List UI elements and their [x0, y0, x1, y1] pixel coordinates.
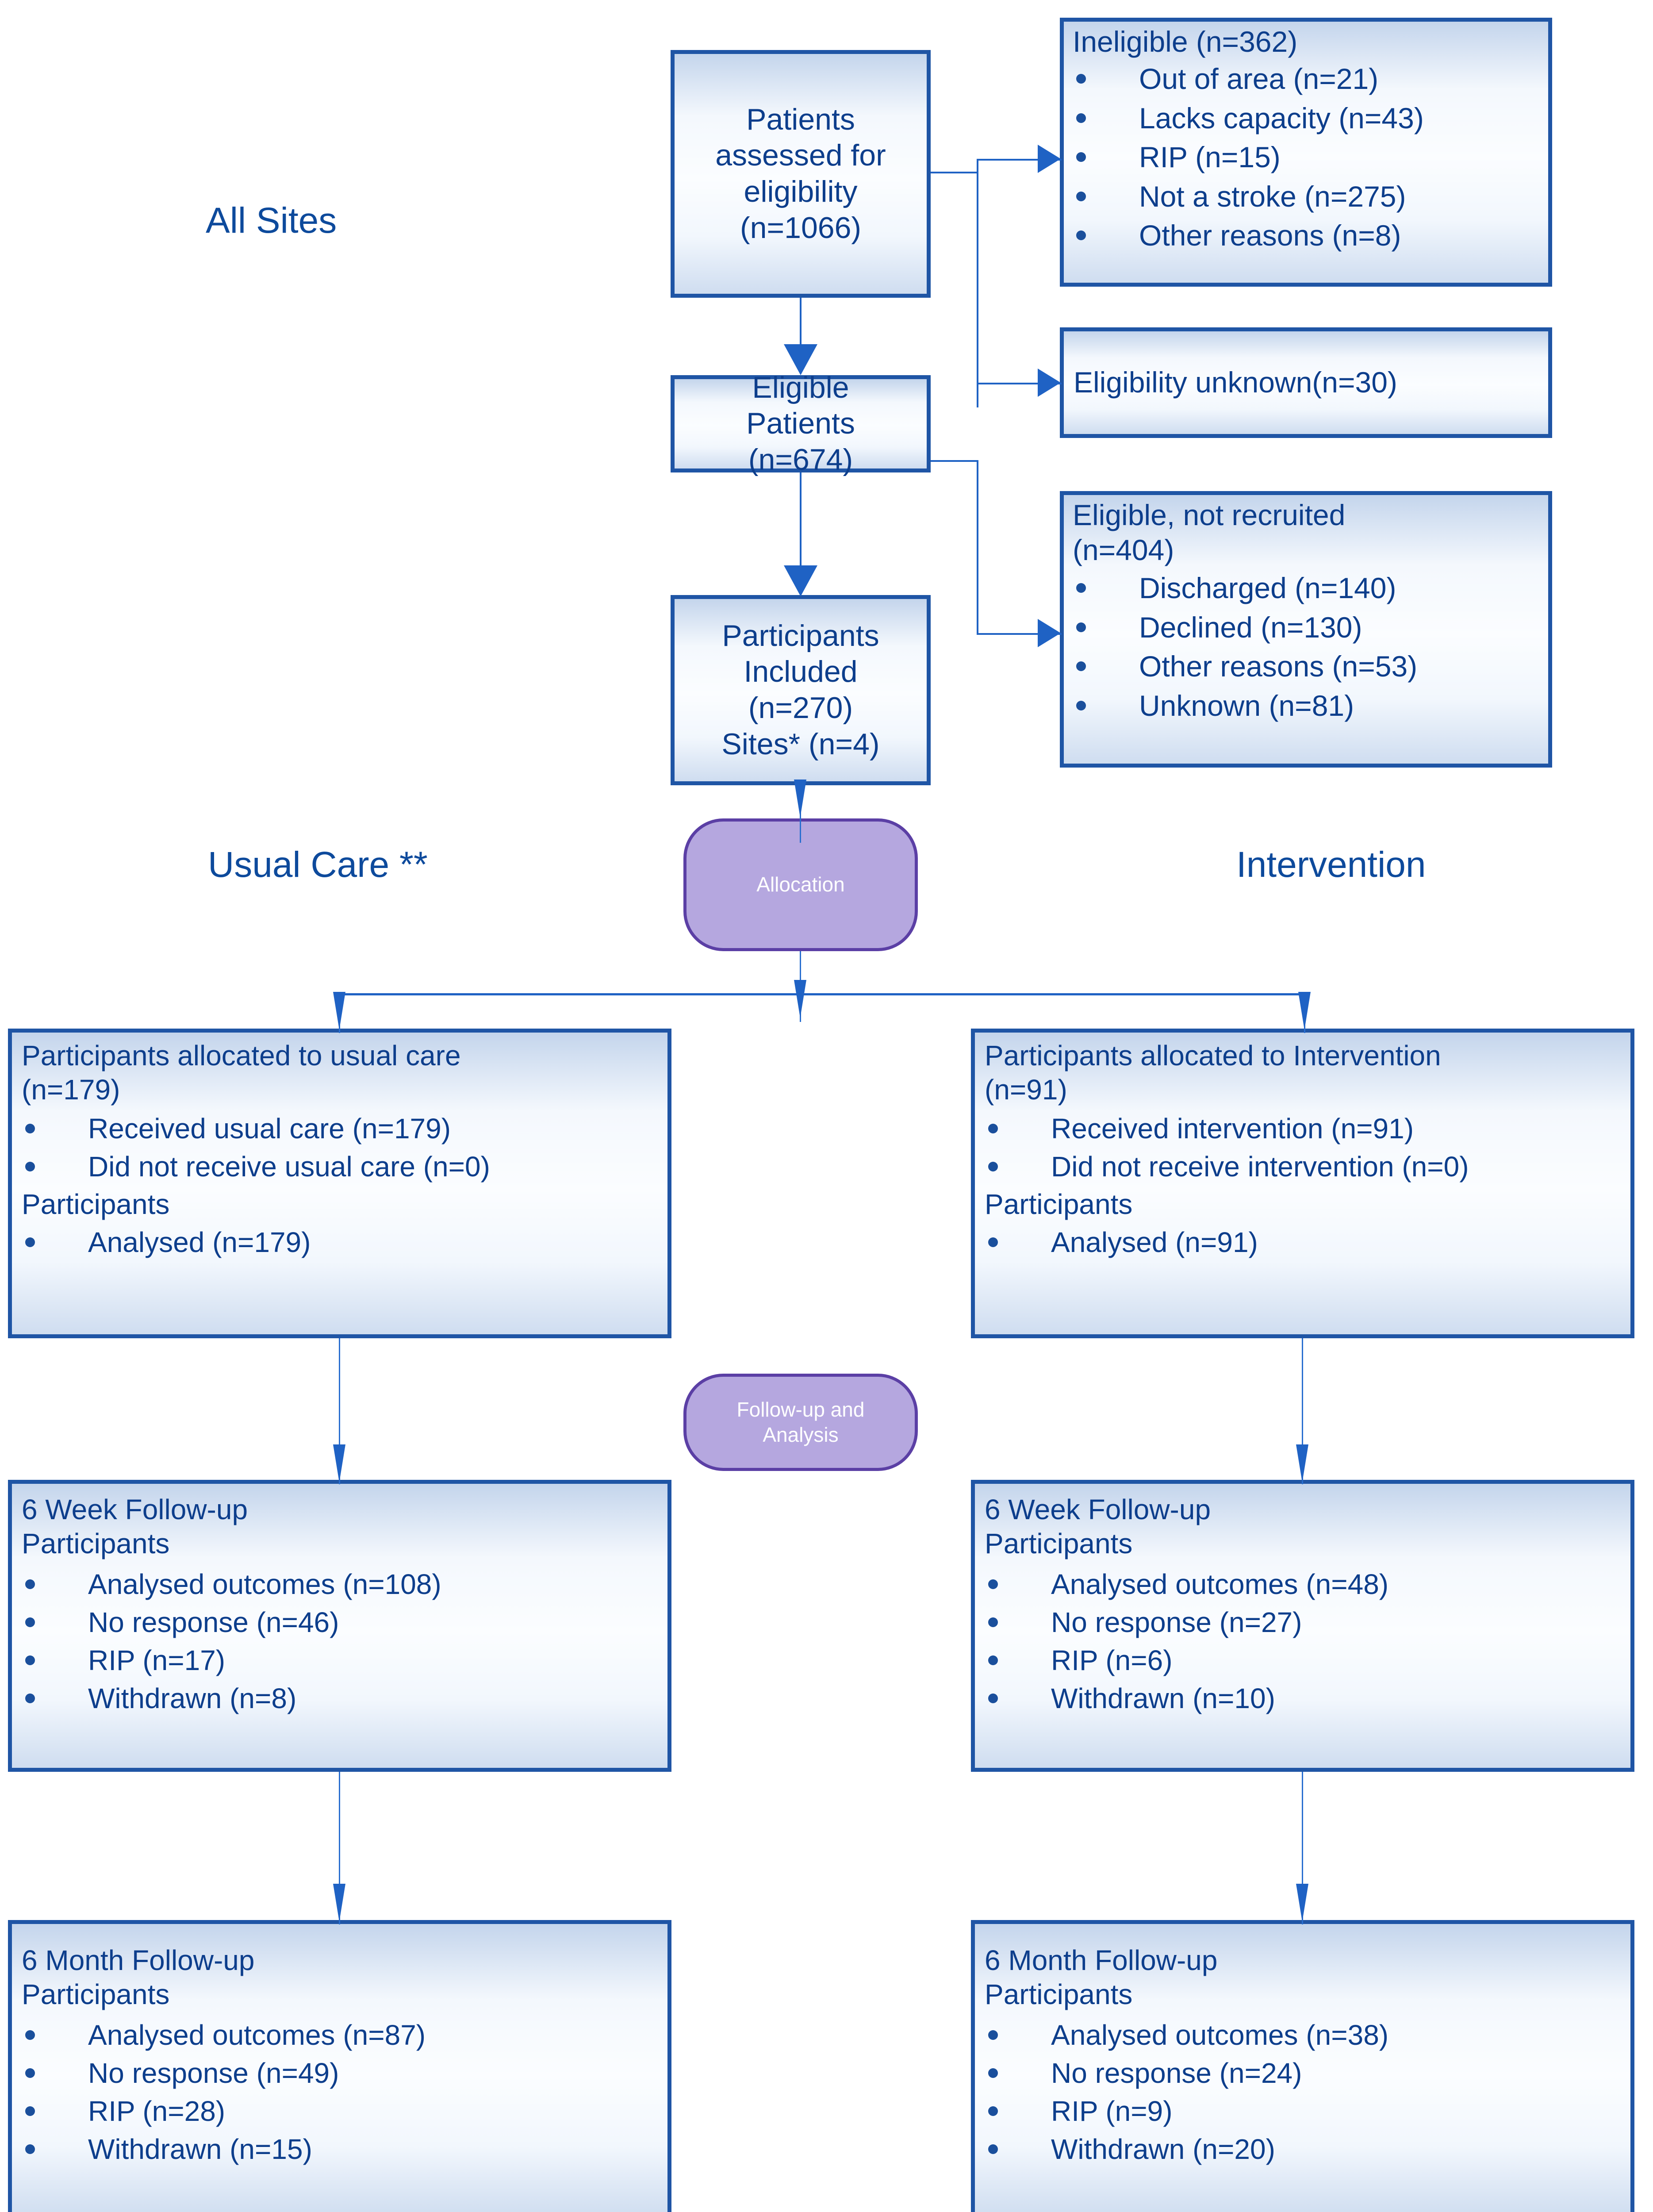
list-item: Withdrawn (n=20): [985, 2132, 1621, 2166]
list-item: Withdrawn (n=8): [22, 1681, 658, 1716]
connector-split-horizontal: [340, 993, 1306, 995]
list-item: Out of area (n=21): [1073, 61, 1539, 97]
box-intervention-allocation: Participants allocated to Intervention (…: [971, 1029, 1634, 1338]
box-intervention-allocation-subtitle: Participants: [985, 1188, 1133, 1220]
arrowhead-eligible-to-included: [784, 565, 817, 596]
box-patients-assessed-text: Patients assessed for eligibility (n=106…: [715, 102, 886, 245]
stage-oval-followup: Follow-up and Analysis: [683, 1374, 918, 1471]
list-item: Other reasons (n=8): [1073, 218, 1539, 253]
list-item: Unknown (n=81): [1073, 688, 1539, 724]
box-eligibility-unknown-title: Eligibility unknown(n=30): [1074, 366, 1397, 399]
connector-usual-alloc-to-6week: [339, 1338, 340, 1484]
box-participants-included: Participants Included (n=270) Sites* (n=…: [671, 595, 931, 785]
list-item: Analysed outcomes (n=48): [985, 1567, 1621, 1601]
connector-assessed-branch-riser: [977, 159, 978, 407]
connector-assessed-to-eligible: [800, 298, 802, 346]
box-usual-care-6week: 6 Week Follow-up Participants Analysed o…: [8, 1480, 671, 1772]
list-item: No response (n=27): [985, 1605, 1621, 1640]
connector-eligible-to-included: [800, 472, 802, 568]
arrowhead-usual-alloc-to-6week: [333, 1444, 345, 1482]
list-item: Analysed outcomes (n=108): [22, 1567, 658, 1601]
arrowhead-int-6week-to-6month: [1296, 1884, 1308, 1922]
list-item: Did not receive intervention (n=0): [985, 1149, 1621, 1184]
box-usual-care-allocation-subtitle: Participants: [22, 1188, 170, 1220]
connector-to-ineligible: [977, 159, 1062, 161]
box-not-recruited-title: Eligible, not recruited (n=404): [1073, 499, 1346, 567]
caption-intervention: Intervention: [1236, 845, 1426, 885]
connector-int-6week-to-6month: [1302, 1772, 1303, 1924]
box-not-recruited: Eligible, not recruited (n=404) Discharg…: [1060, 491, 1552, 768]
arrowhead-split-left: [333, 992, 345, 1030]
list-item: RIP (n=17): [22, 1643, 658, 1678]
box-not-recruited-list: Discharged (n=140) Declined (n=130) Othe…: [1073, 570, 1539, 723]
box-usual-care-6month: 6 Month Follow-up Participants Analysed …: [8, 1920, 671, 2212]
list-item: RIP (n=28): [22, 2094, 658, 2128]
list-item: Analysed outcomes (n=38): [985, 2018, 1621, 2052]
box-participants-included-text: Participants Included (n=270) Sites* (n=…: [721, 618, 880, 761]
list-item: Not a stroke (n=275): [1073, 179, 1539, 215]
list-item: Analysed outcomes (n=87): [22, 2018, 658, 2052]
list-item: Discharged (n=140): [1073, 570, 1539, 606]
connector-assessed-branch-stem: [931, 172, 978, 173]
connector-to-eligibility-unknown: [977, 383, 1062, 384]
box-usual-care-6month-title: 6 Month Follow-up Participants: [22, 1944, 255, 2010]
box-intervention-6month: 6 Month Follow-up Participants Analysed …: [971, 1920, 1634, 2212]
arrowhead-allocation-down: [794, 980, 806, 1018]
connector-int-alloc-to-6week: [1302, 1338, 1303, 1484]
list-item: Other reasons (n=53): [1073, 649, 1539, 684]
connector-eligible-branch-riser: [977, 460, 978, 635]
arrowhead-assessed-to-eligible: [784, 344, 817, 375]
box-intervention-6month-title: 6 Month Follow-up Participants: [985, 1944, 1218, 2010]
arrowhead-usual-6week-to-6month: [333, 1884, 345, 1922]
box-eligibility-unknown: Eligibility unknown(n=30): [1060, 327, 1552, 438]
box-eligible-patients: Eligible Patients (n=674): [671, 371, 931, 476]
box-usual-care-6week-title: 6 Week Follow-up Participants: [22, 1494, 248, 1559]
list-item: Did not receive usual care (n=0): [22, 1149, 658, 1184]
box-intervention-6week: 6 Week Follow-up Participants Analysed o…: [971, 1480, 1634, 1772]
box-eligible-patients-text: Eligible Patients (n=674): [746, 370, 855, 476]
caption-all-sites: All Sites: [206, 200, 337, 241]
box-intervention-6week-list: Analysed outcomes (n=48) No response (n=…: [985, 1567, 1621, 1716]
box-ineligible-list: Out of area (n=21) Lacks capacity (n=43)…: [1073, 61, 1539, 253]
box-intervention-analysed-list: Analysed (n=91): [985, 1225, 1621, 1260]
list-item: Received usual care (n=179): [22, 1111, 658, 1146]
list-item: Declined (n=130): [1073, 610, 1539, 645]
connector-eligible-branch-stem: [931, 460, 978, 462]
list-item: RIP (n=6): [985, 1643, 1621, 1678]
box-usual-care-allocation-list: Received usual care (n=179) Did not rece…: [22, 1111, 658, 1184]
list-item: Withdrawn (n=15): [22, 2132, 658, 2166]
arrowhead-int-alloc-to-6week: [1296, 1444, 1308, 1482]
box-usual-care-analysed-list: Analysed (n=179): [22, 1225, 658, 1260]
arrowhead-to-not-recruited: [1038, 619, 1061, 647]
list-item: No response (n=24): [985, 2056, 1621, 2090]
arrowhead-split-right: [1298, 992, 1311, 1030]
box-ineligible: Ineligible (n=362) Out of area (n=21) La…: [1060, 18, 1552, 287]
arrowhead-to-eligibility-unknown: [1038, 369, 1061, 397]
box-patients-assessed: Patients assessed for eligibility (n=106…: [671, 50, 931, 298]
list-item: No response (n=49): [22, 2056, 658, 2090]
box-intervention-allocation-title: Participants allocated to Intervention (…: [985, 1040, 1441, 1106]
box-intervention-allocation-list: Received intervention (n=91) Did not rec…: [985, 1111, 1621, 1184]
arrowhead-to-ineligible: [1038, 145, 1061, 173]
list-item: No response (n=46): [22, 1605, 658, 1640]
box-ineligible-title: Ineligible (n=362): [1073, 25, 1298, 58]
list-item: RIP (n=9): [985, 2094, 1621, 2128]
connector-to-not-recruited: [977, 633, 1062, 635]
list-item: Analysed (n=91): [985, 1225, 1621, 1260]
connector-usual-6week-to-6month: [339, 1772, 340, 1924]
box-intervention-6week-title: 6 Week Follow-up Participants: [985, 1494, 1211, 1559]
box-usual-care-6month-list: Analysed outcomes (n=87) No response (n=…: [22, 2018, 658, 2166]
box-intervention-6month-list: Analysed outcomes (n=38) No response (n=…: [985, 2018, 1621, 2166]
box-usual-care-allocation: Participants allocated to usual care (n=…: [8, 1029, 671, 1338]
arrowhead-included-to-allocation: [794, 780, 806, 818]
list-item: Analysed (n=179): [22, 1225, 658, 1260]
caption-usual-care: Usual Care **: [208, 845, 428, 885]
box-usual-care-6week-list: Analysed outcomes (n=108) No response (n…: [22, 1567, 658, 1716]
list-item: Withdrawn (n=10): [985, 1681, 1621, 1716]
list-item: RIP (n=15): [1073, 139, 1539, 175]
list-item: Lacks capacity (n=43): [1073, 100, 1539, 136]
list-item: Received intervention (n=91): [985, 1111, 1621, 1146]
box-usual-care-allocation-title: Participants allocated to usual care (n=…: [22, 1040, 461, 1106]
